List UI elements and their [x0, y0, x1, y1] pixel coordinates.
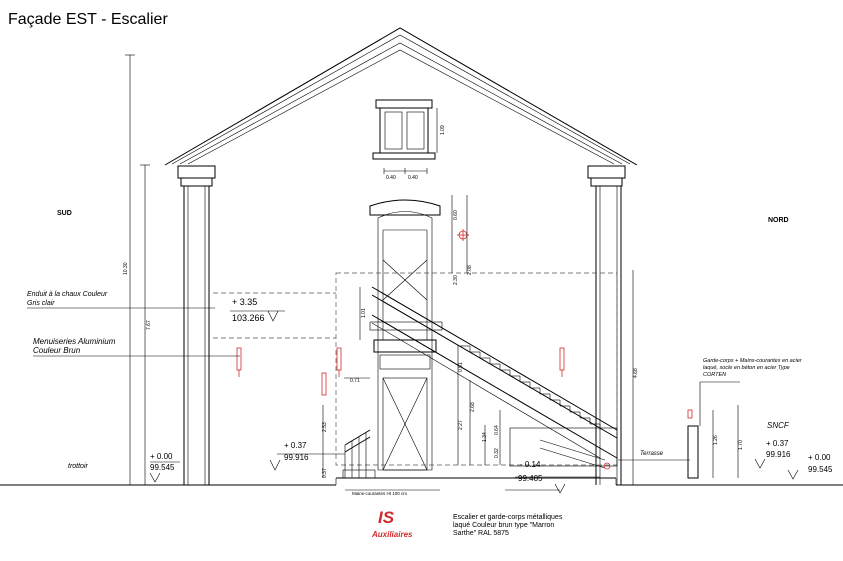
level-6-relative: + 0.00 [808, 453, 831, 462]
right-pilaster [587, 165, 626, 485]
dim-0-91: 0.91 [458, 362, 464, 372]
dim-0-40-left: 0.40 [386, 175, 396, 181]
entry-steps [342, 429, 376, 479]
level-2-relative: + 0.00 [150, 452, 173, 461]
dim-1-34: 1.34 [482, 432, 488, 442]
dim-0-32: 0.32 [494, 448, 500, 458]
level-4-relative: - 0.14 [520, 460, 541, 469]
dim-1-26: 1.26 [713, 435, 719, 445]
dim-0-40-right: 0.40 [408, 175, 418, 181]
dim-4-68: 4.68 [633, 368, 639, 378]
drawing-title: Façade EST - Escalier [8, 11, 168, 28]
note-escalier-line3: Sarthe" RAL 5875 [453, 530, 509, 537]
dim-1-09: 1.09 [440, 125, 446, 135]
note-menuiseries-line2: Couleur Brun [33, 346, 81, 355]
note-main-courante: Mains-courantes Ht 100 cm [352, 491, 407, 496]
dim-2-53: 2.53 [322, 422, 328, 432]
dim-2-68: 2.68 [470, 402, 476, 412]
left-pilaster [177, 165, 216, 485]
note-garde-corps-line1: Garde-corps + Mains-courantes en acier [703, 358, 803, 364]
label-trottoir: trottoir [68, 463, 89, 470]
red-markers [236, 229, 693, 470]
level-3-absolute: 99.916 [284, 453, 309, 462]
logo-is: IS [378, 508, 395, 527]
note-escalier-line1: Escalier et garde-corps métalliques [453, 514, 563, 521]
label-sud: SUD [57, 210, 72, 217]
logo-auxiliaires: Auxiliaires [371, 530, 413, 539]
ground-lines [0, 477, 843, 491]
dim-0-37: 0.37 [322, 468, 328, 478]
attic-window [372, 99, 436, 174]
right-guardrail [687, 381, 740, 479]
note-menuiseries-line1: Menuiseries Aluminium [33, 337, 116, 346]
dimension-lines [125, 54, 739, 485]
level-5-relative: + 0.37 [766, 439, 789, 448]
dim-0-64: 0.64 [494, 425, 500, 435]
label-terrasse: Terrasse [640, 451, 664, 457]
level-2-absolute: 99.545 [150, 463, 175, 472]
level-6-absolute: 99.545 [808, 465, 833, 474]
dim-0-60: 0.60 [453, 210, 459, 220]
note-enduit-line2: Gris clair [27, 300, 55, 307]
note-enduit-line1: Enduit à la chaux Couleur [27, 291, 108, 298]
level-markers [149, 310, 799, 494]
dim-10-30: 10.30 [123, 262, 129, 275]
note-escalier-line2: laqué Couleur brun type "Marron [453, 522, 554, 529]
gable-roof [164, 27, 638, 166]
dim-1-70: 1.70 [738, 440, 744, 450]
label-nord: NORD [768, 217, 789, 224]
dim-2-08: 2.08 [467, 265, 473, 275]
level-4-absolute: 99.405 [518, 474, 543, 483]
dim-0-71: 0.71 [350, 378, 360, 384]
level-1-relative: + 3.35 [232, 297, 257, 307]
level-5-absolute: 99.916 [766, 450, 791, 459]
note-garde-corps-line2: laqué, socle en béton en acier Type [703, 365, 790, 371]
dim-2-27: 2.27 [458, 420, 464, 430]
dim-2-30: 2.30 [453, 275, 459, 285]
label-sncf: SNCF [767, 421, 790, 430]
dim-7-67: 7.67 [146, 320, 152, 330]
dim-1-01: 1.01 [361, 308, 367, 318]
level-1-absolute: 103.266 [232, 313, 265, 323]
note-garde-corps-line3: CORTEN [703, 372, 726, 378]
level-3-relative: + 0.37 [284, 441, 307, 450]
staircase [369, 286, 618, 469]
tall-arched-opening [369, 199, 441, 471]
stair-volume-outline [213, 272, 618, 466]
